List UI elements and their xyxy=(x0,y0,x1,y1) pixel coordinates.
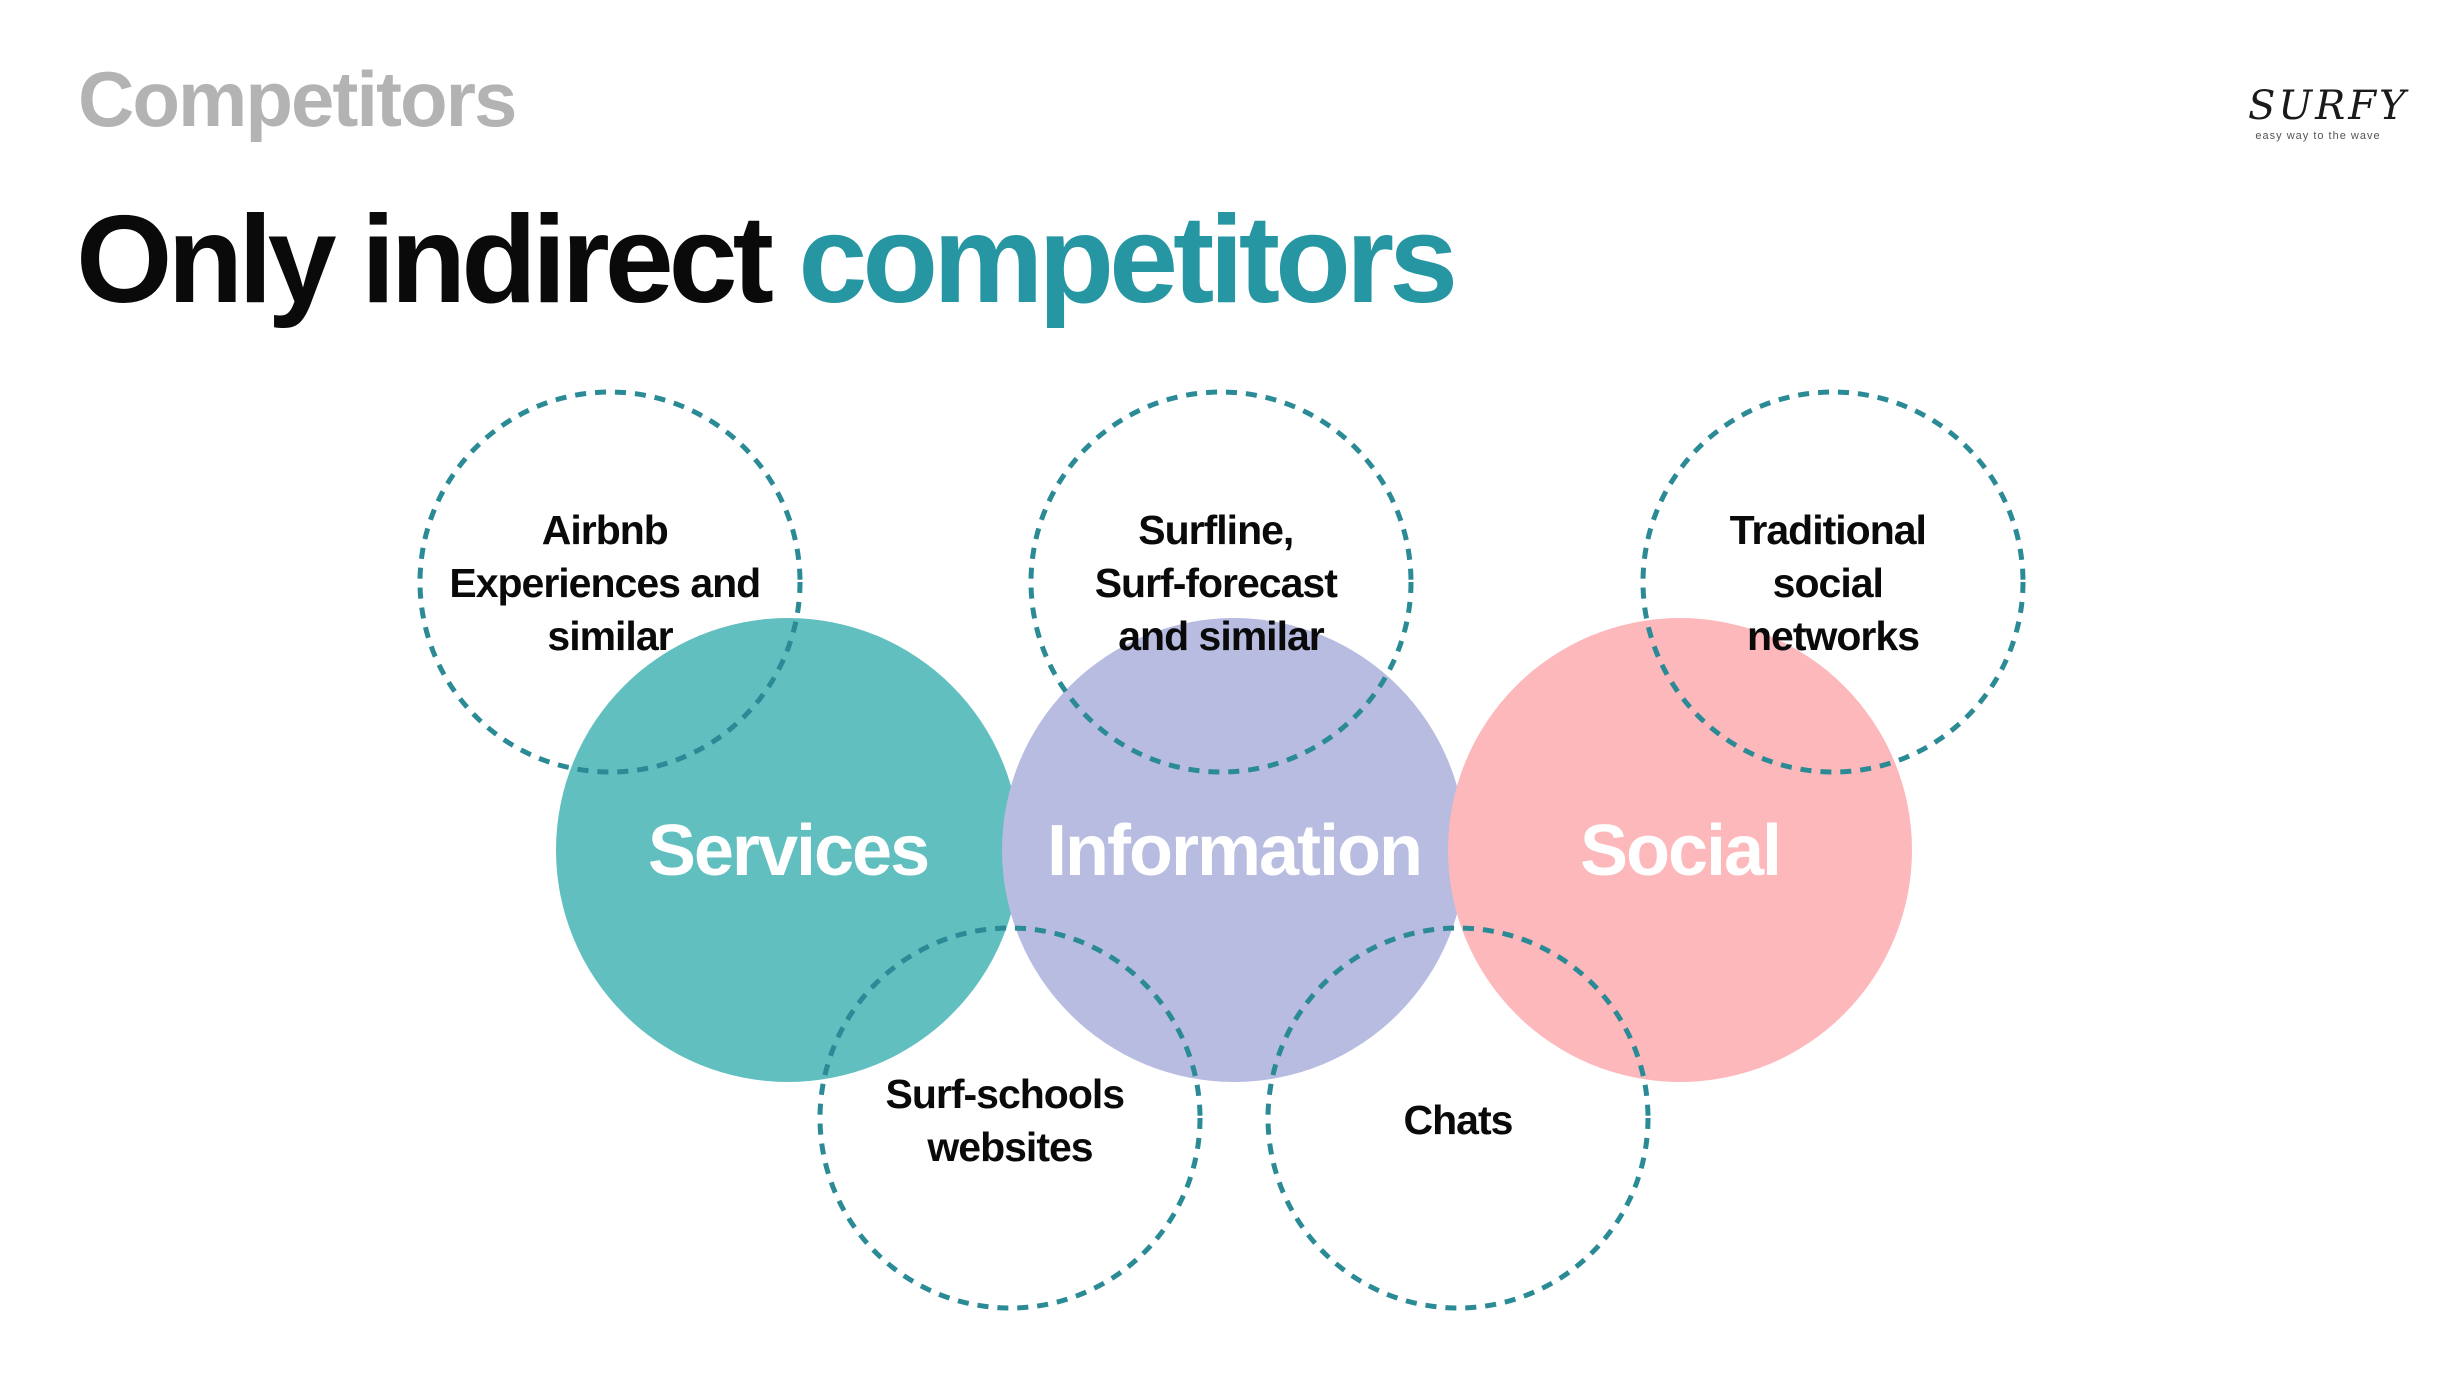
traditional-dashed-circle xyxy=(1640,389,2026,775)
information-label: Information xyxy=(1047,811,1421,891)
traditional-line-3: networks xyxy=(1747,613,1919,659)
section-label: Competitors xyxy=(78,55,517,143)
airbnb-label: Airbnb Experiences and similar xyxy=(449,507,770,659)
surfline-line-3: and similar xyxy=(1118,613,1325,659)
surf-schools-dashed-circle xyxy=(817,925,1203,1311)
surf-schools-label: Surf-schools websites xyxy=(886,1071,1135,1170)
airbnb-line-3: similar xyxy=(547,613,673,659)
services-label: Services xyxy=(648,811,928,891)
title-accent: competitors xyxy=(798,191,1458,329)
airbnb-line-2: Experiences and xyxy=(449,560,760,606)
information-circle xyxy=(1002,618,1466,1082)
surfline-dashed-circle xyxy=(1028,389,1414,775)
traditional-line-2: social xyxy=(1773,560,1883,606)
airbnb-dashed-circle xyxy=(417,389,803,775)
social-label: Social xyxy=(1580,811,1780,891)
surfline-line-2: Surf-forecast xyxy=(1095,560,1339,606)
chats-dashed-circle xyxy=(1265,925,1651,1311)
traditional-line-1: Traditional xyxy=(1730,507,1926,553)
logo-wordmark: SURFY xyxy=(2248,83,2409,129)
surfline-label: Surfline, Surf-forecast and similar xyxy=(1095,507,1348,659)
surfy-logo: SURFY easy way to the wave xyxy=(2248,83,2409,142)
surf-schools-line-1: Surf-schools xyxy=(886,1071,1125,1117)
logo-tagline: easy way to the wave xyxy=(2255,130,2381,142)
airbnb-line-1: Airbnb xyxy=(542,507,668,553)
services-circle xyxy=(556,618,1020,1082)
title-main: Only indirect xyxy=(76,191,799,329)
chats-line-1: Chats xyxy=(1404,1097,1513,1143)
traditional-label: Traditional social networks xyxy=(1730,507,1937,659)
social-circle xyxy=(1448,618,1912,1082)
surf-schools-line-2: websites xyxy=(926,1124,1092,1170)
chats-label: Chats xyxy=(1404,1097,1513,1143)
page-title: Only indirect competitors xyxy=(76,198,1458,322)
surfline-line-1: Surfline, xyxy=(1138,507,1293,553)
